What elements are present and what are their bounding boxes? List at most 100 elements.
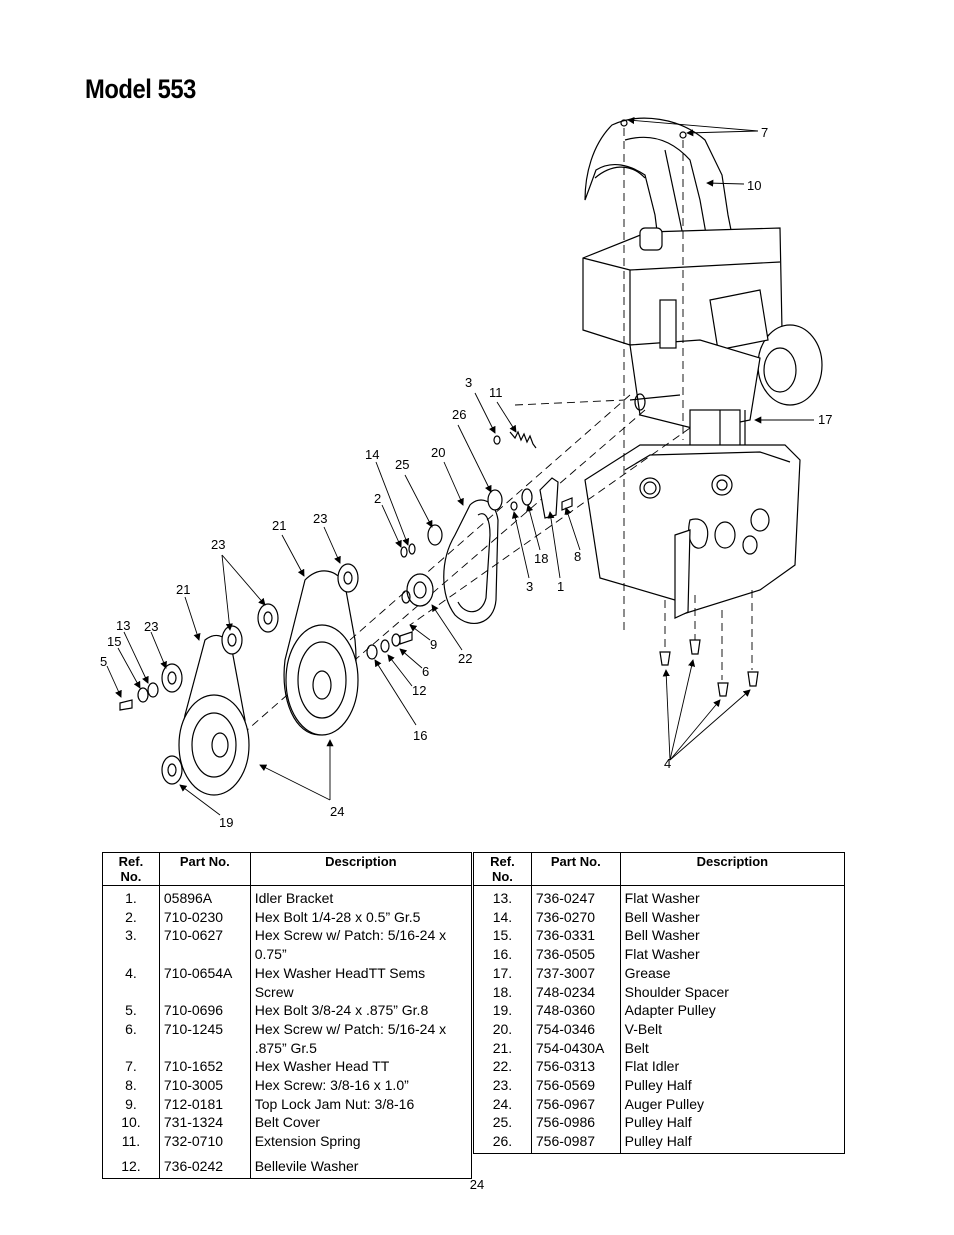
part-no: 736-0505	[530, 945, 621, 964]
header-part-no: Part No.	[530, 852, 621, 886]
part-no: 736-0242	[158, 1150, 251, 1179]
callout-23-c: 23	[144, 619, 158, 634]
ref-no: 5.	[102, 1001, 160, 1020]
ref-no: 20.	[473, 1019, 532, 1039]
ref-no: 9.	[102, 1094, 160, 1114]
callout-10: 10	[747, 178, 761, 193]
header-description: Description	[249, 852, 473, 886]
part-no: 712-0181	[158, 1094, 251, 1114]
description: V-Belt	[619, 1019, 846, 1039]
part-no: 710-0230	[158, 907, 251, 927]
callout-22: 22	[458, 651, 472, 666]
ref-no: 8.	[102, 1076, 160, 1095]
callout-2: 2	[374, 491, 381, 506]
callout-19: 19	[219, 815, 233, 830]
description: Extension Spring	[249, 1132, 473, 1151]
engine-drawing	[582, 227, 823, 475]
description: Adapter Pulley	[619, 1001, 846, 1020]
description: Top Lock Jam Nut: 3/8-16	[249, 1094, 473, 1114]
callout-17: 17	[818, 412, 832, 427]
description: Pulley Half	[619, 1076, 846, 1095]
description: Grease	[619, 963, 846, 983]
description: Belt	[619, 1038, 846, 1058]
part-no: 756-0313	[530, 1057, 621, 1077]
callout-11: 11	[489, 385, 503, 400]
callout-13: 13	[116, 618, 130, 633]
description: Shoulder Spacer	[619, 982, 846, 1002]
ref-no: 16.	[473, 945, 532, 964]
callout-26: 26	[452, 407, 466, 422]
description: Flat Washer	[619, 945, 846, 964]
callout-1: 1	[557, 579, 564, 594]
v-belt-20	[443, 499, 499, 624]
ref-no: 4.	[102, 963, 160, 1002]
callout-24: 24	[330, 804, 344, 819]
ref-no: 15.	[473, 926, 532, 946]
page-number: 24	[469, 1177, 485, 1192]
callout-15: 15	[107, 634, 121, 649]
description: Belt Cover	[249, 1113, 473, 1133]
ref-no: 17.	[473, 963, 532, 983]
callout-12: 12	[412, 683, 426, 698]
description: Auger Pulley	[619, 1094, 846, 1114]
callout-3-top: 3	[465, 375, 472, 390]
part-no: 05896A	[158, 885, 251, 908]
part-no: 754-0430A	[530, 1038, 621, 1058]
description: Hex Washer Head TT	[249, 1057, 473, 1077]
header-ref-no: Ref. No.	[473, 852, 532, 886]
callout-14: 14	[365, 447, 379, 462]
part-no: 710-0696	[158, 1001, 251, 1020]
parts-table-right: Ref. No. Part No. Description 13.736-024…	[473, 852, 846, 1154]
auger-pulley-24	[178, 624, 359, 796]
callout-18: 18	[534, 551, 548, 566]
callout-25: 25	[395, 457, 409, 472]
description: Flat Washer	[619, 885, 846, 908]
ref-no: 19.	[473, 1001, 532, 1020]
description: Hex Bolt 3/8-24 x .875” Gr.8	[249, 1001, 473, 1020]
ref-no: 26.	[473, 1132, 532, 1154]
part-no: 710-0627	[158, 926, 251, 964]
ref-no: 14.	[473, 907, 532, 927]
callout-21-b: 21	[176, 582, 190, 597]
ref-no: 13.	[473, 885, 532, 908]
description: Bell Washer	[619, 907, 846, 927]
ref-no: 18.	[473, 982, 532, 1002]
part-no: 732-0710	[158, 1132, 251, 1151]
description: Hex Screw w/ Patch: 5/16-24 x .875” Gr.5	[249, 1019, 473, 1058]
part-no: 756-0987	[530, 1132, 621, 1154]
description: Bellevile Washer	[249, 1150, 473, 1179]
part-no: 710-1652	[158, 1057, 251, 1077]
callout-23-b: 23	[211, 537, 225, 552]
part-no: 710-3005	[158, 1076, 251, 1095]
callout-6: 6	[422, 664, 429, 679]
callout-5: 5	[100, 654, 107, 669]
part-no: 736-0331	[530, 926, 621, 946]
part-no: 737-3007	[530, 963, 621, 983]
ref-no: 25.	[473, 1113, 532, 1133]
ref-no: 21.	[473, 1038, 532, 1058]
callout-21-a: 21	[272, 518, 286, 533]
callout-23-a: 23	[313, 511, 327, 526]
header-description: Description	[619, 852, 846, 886]
ref-no: 3.	[102, 926, 160, 964]
part-no: 731-1324	[158, 1113, 251, 1133]
belt-cover-drawing	[584, 117, 736, 263]
callout-3-bottom: 3	[526, 579, 533, 594]
